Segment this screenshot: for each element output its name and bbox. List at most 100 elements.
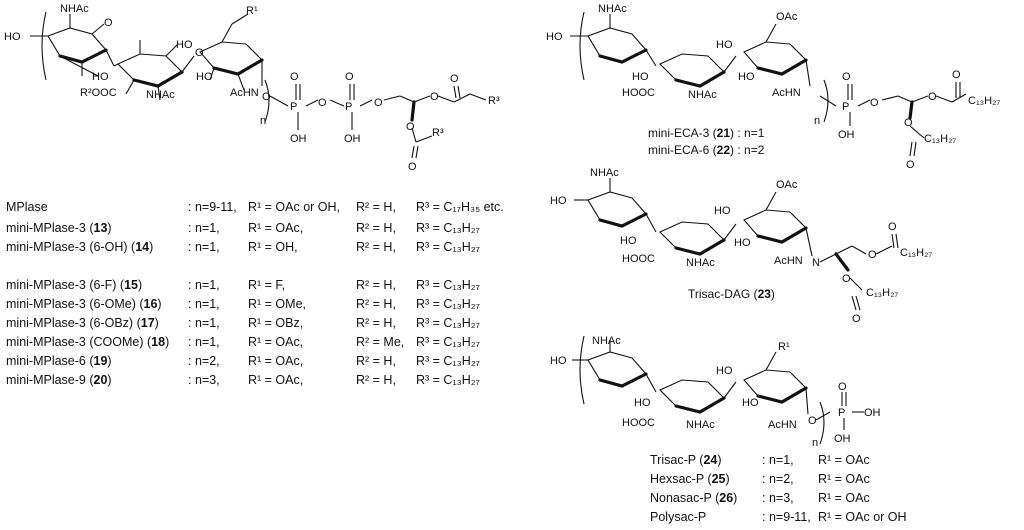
svg-text:HOOC: HOOC [622, 417, 655, 429]
compound-name: mini-MPlase-3 (6-OH) (14) [6, 240, 154, 254]
svg-text:O: O [870, 97, 879, 109]
table-row: Trisac-P (24) : n=1, R¹ = OAc [0, 451, 1000, 469]
svg-text:O: O [888, 221, 897, 233]
compound-name: mini-MPlase-3 (13) [6, 221, 112, 235]
svg-text:NHAc: NHAc [592, 335, 621, 347]
cell-r3: R³ = C₁₃H₂₇ [416, 297, 480, 311]
svg-text:OH: OH [834, 433, 851, 445]
mini-eca-3-label: mini-ECA-3 (21) : n=1 [648, 126, 765, 140]
svg-text:n: n [812, 437, 818, 449]
svg-text:HO: HO [632, 71, 649, 83]
svg-text:HO: HO [550, 355, 567, 367]
sac-phosphate-structure: NHAc HO HO HOOC NHAc HO HO AcHN R¹ O n P… [550, 335, 881, 449]
svg-text:O: O [906, 159, 915, 171]
cell-r3: R³ = C₁₃H₂₇ [416, 373, 480, 387]
svg-text:HO: HO [634, 397, 651, 409]
cell-r1: R¹ = OAc [818, 472, 870, 486]
compound-name: MPlase [6, 200, 48, 214]
cell-n: : n=1, [762, 453, 794, 467]
cell-r2: R² = H, [356, 200, 396, 214]
svg-text:HO: HO [716, 39, 733, 51]
cell-r2: R² = H, [356, 297, 396, 311]
svg-text:O: O [928, 91, 937, 103]
oh-label-1: OH [290, 133, 307, 145]
svg-text:N: N [812, 257, 820, 269]
cell-n: : n=2, [188, 354, 220, 368]
r3-label-2: R³ [432, 127, 444, 139]
svg-text:O: O [842, 71, 851, 83]
svg-text:O: O [318, 97, 327, 109]
compound-name: mini-MPlase-3 (6-F) (15) [6, 278, 143, 292]
svg-text:O: O [406, 121, 415, 133]
svg-text:O: O [868, 249, 877, 261]
table-row: Nonasac-P (26): n=3,R¹ = OAc [0, 489, 1000, 507]
achn-label: AcHN [230, 87, 259, 99]
ho-label-4: HO [196, 71, 213, 83]
svg-text:AcHN: AcHN [774, 255, 803, 267]
svg-text:O: O [838, 381, 847, 393]
cell-n: : n=1, [188, 278, 220, 292]
svg-text:C₁₃H₂₇: C₁₃H₂₇ [866, 287, 898, 299]
svg-text:NHAc: NHAc [598, 3, 627, 15]
svg-text:NHAc: NHAc [686, 419, 715, 431]
p-atom-1: P [290, 101, 297, 113]
cell-n: : n=1, [188, 335, 220, 349]
svg-text:HO: HO [714, 205, 731, 217]
cell-r1: R¹ = OAc [818, 453, 870, 467]
svg-text:HO: HO [546, 31, 563, 43]
svg-text:HO: HO [734, 237, 751, 249]
cell-n: : n=9-11, [188, 200, 237, 214]
svg-text:HOOC: HOOC [622, 253, 655, 265]
mplase-structure: HO NHAc HO O R²OOC NHAc HO O HO AcHN R¹ … [4, 3, 500, 173]
compound-name: Trisac-P (24) [650, 453, 722, 467]
svg-text:O: O [262, 91, 271, 103]
trisac-dag-structure: NHAc HO HO HOOC NHAc HO HO AcHN OAc N O … [550, 167, 932, 325]
table-row: mini-MPlase-3 (6-OMe) (16): n=1,R¹ = OMe… [0, 295, 540, 313]
table-row: mini-MPlase-3 (6-OBz) (17): n=1,R¹ = OBz… [0, 314, 540, 332]
trisac-dag-label: Trisac-DAG (23) [688, 287, 775, 301]
svg-text:HO: HO [620, 235, 637, 247]
cell-r1: R¹ = F, [248, 278, 286, 292]
svg-text:HO: HO [742, 397, 759, 409]
cell-r1: R¹ = OAc, [248, 354, 304, 368]
compound-name: mini-MPlase-6 (19) [6, 354, 112, 368]
cell-r2: R² = H, [356, 221, 396, 235]
table-row: Polysac-P: n=9-11,R¹ = OAc or OH [0, 508, 1000, 526]
table-row: MPlase: n=9-11,R¹ = OAc or OH,R² = H,R³ … [0, 198, 540, 216]
svg-text:OAc: OAc [776, 11, 798, 23]
cell-r1: R¹ = OMe, [248, 297, 306, 311]
svg-text:O: O [345, 71, 354, 83]
mini-eca-structure: HO NHAc HO HOOC NHAc HO HO AcHN OAc n P … [546, 3, 1000, 171]
repeat-bracket-right [264, 79, 270, 123]
svg-text:O: O [408, 161, 417, 173]
cell-r3: R³ = C₁₃H₂₇ [416, 316, 480, 330]
svg-text:O: O [290, 71, 299, 83]
svg-text:C₁₃H₂₇: C₁₃H₂₇ [968, 95, 1000, 107]
compound-name: Nonasac-P (26) [650, 491, 738, 505]
svg-text:HO: HO [716, 365, 733, 377]
cell-r2: R² = Me, [356, 335, 405, 349]
svg-text:NHAc: NHAc [688, 89, 717, 101]
svg-text:R¹: R¹ [778, 341, 790, 353]
ho-label: HO [4, 31, 21, 43]
svg-text:O: O [842, 273, 851, 285]
table-row: mini-MPlase-3 (6-OH) (14): n=1,R¹ = OH,R… [0, 238, 540, 256]
svg-text:O: O [808, 415, 817, 427]
r1-label: R¹ [246, 5, 258, 17]
repeat-bracket-left [41, 11, 47, 81]
svg-text:O: O [852, 313, 861, 325]
compound-name: mini-MPlase-3 (6-OBz) (17) [6, 316, 159, 330]
cell-n: : n=1, [188, 316, 220, 330]
cell-n: : n=2, [762, 472, 794, 486]
svg-text:HO: HO [738, 71, 755, 83]
cell-n: : n=1, [188, 221, 220, 235]
compound-name: Polysac-P [650, 510, 707, 524]
cell-r1: R¹ = OAc, [248, 373, 304, 387]
compound-name: mini-MPlase-3 (COOMe) (18) [6, 335, 170, 349]
svg-text:n: n [814, 115, 820, 127]
p-atom-2: P [345, 101, 352, 113]
cell-n: : n=1, [188, 240, 220, 254]
cell-n: : n=3, [188, 373, 220, 387]
cell-r3: R³ = C₁₃H₂₇ [416, 335, 480, 349]
